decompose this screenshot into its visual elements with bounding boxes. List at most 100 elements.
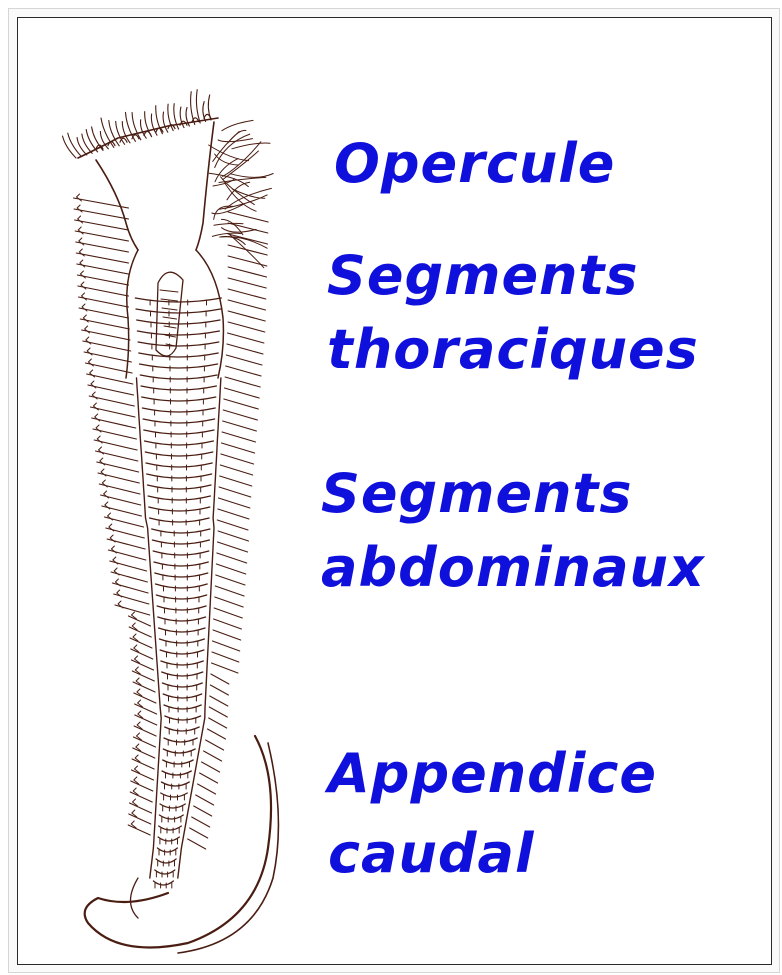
left-chaeta-tip bbox=[95, 414, 100, 421]
left-chaeta bbox=[77, 275, 128, 285]
left-chaeta bbox=[85, 363, 132, 373]
right-chaeta bbox=[200, 773, 218, 783]
right-chaeta bbox=[218, 531, 248, 541]
right-chaeta bbox=[213, 630, 241, 640]
segment-ring bbox=[147, 474, 212, 478]
right-chaeta bbox=[198, 784, 216, 794]
left-chaeta-tip bbox=[79, 238, 84, 245]
right-chaeta bbox=[222, 443, 255, 453]
segment-ring bbox=[142, 408, 215, 412]
right-chaeta bbox=[208, 729, 226, 739]
left-chaeta bbox=[74, 209, 128, 219]
right-chaeta bbox=[220, 465, 252, 475]
label-caudal-line1: Appendice bbox=[328, 738, 657, 810]
right-chaeta bbox=[216, 575, 245, 585]
right-chaeta bbox=[209, 718, 227, 728]
right-chaeta bbox=[228, 300, 265, 310]
segment-ring bbox=[158, 837, 179, 841]
right-chaeta bbox=[212, 652, 239, 662]
left-chaeta-tip bbox=[100, 458, 105, 465]
right-chaeta bbox=[188, 839, 206, 849]
left-chaeta-tip bbox=[96, 425, 101, 432]
right-chaeta bbox=[204, 751, 222, 761]
right-chaeta bbox=[217, 520, 248, 530]
membrane-hatch bbox=[160, 290, 178, 292]
label-abdominal-line1: Segments bbox=[321, 458, 632, 530]
left-chaeta bbox=[76, 242, 129, 252]
right-chaeta bbox=[215, 586, 244, 596]
left-chaeta-tip bbox=[92, 392, 97, 399]
label-thoracic-line1: Segments bbox=[327, 240, 638, 312]
right-chaeta bbox=[228, 278, 266, 288]
right-chaeta bbox=[196, 795, 214, 805]
membrane-hatch bbox=[162, 308, 177, 310]
segment-ring bbox=[161, 782, 189, 786]
right-chaeta bbox=[223, 410, 257, 420]
membrane-hatch bbox=[164, 326, 176, 328]
segment-ring bbox=[164, 738, 197, 742]
right-chaeta bbox=[228, 267, 266, 277]
right-chaeta bbox=[228, 311, 265, 321]
segment-ring bbox=[149, 507, 210, 511]
label-caudal-line2: caudal bbox=[328, 818, 535, 890]
right-chaeta bbox=[228, 212, 268, 222]
segment-ring bbox=[141, 386, 216, 390]
left-chaeta-tip bbox=[86, 337, 91, 344]
right-chaeta bbox=[211, 674, 229, 684]
segment-ring bbox=[163, 749, 195, 753]
right-chaeta bbox=[228, 256, 267, 266]
thorax-left-edge bbox=[126, 250, 138, 378]
right-chaeta bbox=[202, 762, 220, 772]
right-chaeta bbox=[212, 663, 238, 673]
right-chaeta bbox=[214, 619, 242, 629]
left-chaeta bbox=[129, 616, 151, 626]
left-chaeta-tip bbox=[78, 227, 83, 234]
opercule-rim bbox=[78, 118, 218, 158]
segment-ring bbox=[159, 826, 182, 830]
left-chaeta bbox=[78, 286, 129, 296]
thorax-right-edge bbox=[196, 250, 223, 378]
right-chaeta bbox=[210, 685, 228, 695]
left-chaeta bbox=[77, 264, 129, 274]
left-chaeta-tip bbox=[80, 271, 85, 278]
left-chaeta-tip bbox=[97, 436, 102, 443]
right-chaeta bbox=[215, 597, 243, 607]
right-chaeta bbox=[213, 641, 240, 651]
right-chaeta bbox=[228, 245, 267, 255]
segment-ring bbox=[143, 419, 215, 423]
left-chaeta bbox=[131, 649, 153, 659]
left-chaeta bbox=[74, 198, 129, 208]
left-chaeta-tip bbox=[77, 205, 82, 212]
segment-ring bbox=[139, 353, 218, 357]
right-chaeta bbox=[226, 366, 261, 376]
right-chaeta bbox=[194, 806, 212, 816]
right-chaeta bbox=[228, 322, 265, 332]
left-chaeta-tip bbox=[88, 359, 93, 366]
right-chaeta bbox=[190, 828, 208, 838]
segment-ring bbox=[137, 331, 219, 335]
segment-ring bbox=[157, 848, 177, 852]
right-chaeta bbox=[210, 696, 228, 706]
right-chaeta bbox=[225, 377, 260, 387]
segment-ring bbox=[165, 716, 201, 720]
left-chaeta bbox=[75, 231, 128, 241]
right-chaeta bbox=[225, 388, 260, 398]
right-chaeta bbox=[206, 740, 224, 750]
right-chaeta bbox=[216, 564, 245, 574]
right-chaeta bbox=[218, 542, 248, 552]
left-chaeta bbox=[83, 341, 131, 351]
right-chaeta bbox=[192, 817, 210, 827]
right-chaeta bbox=[221, 454, 254, 464]
left-chaeta-tip bbox=[79, 249, 84, 256]
left-chaeta bbox=[75, 220, 129, 230]
segment-ring bbox=[150, 518, 210, 522]
right-chaeta bbox=[218, 509, 249, 519]
right-chaeta bbox=[224, 399, 258, 409]
right-chaeta bbox=[214, 608, 242, 618]
segment-ring bbox=[161, 793, 188, 797]
branchial-tentacle bbox=[219, 177, 266, 182]
opercule-stalk-right bbox=[196, 122, 214, 250]
segment-ring bbox=[136, 309, 221, 313]
segment-ring bbox=[146, 463, 212, 467]
left-chaeta-tip bbox=[102, 480, 107, 487]
